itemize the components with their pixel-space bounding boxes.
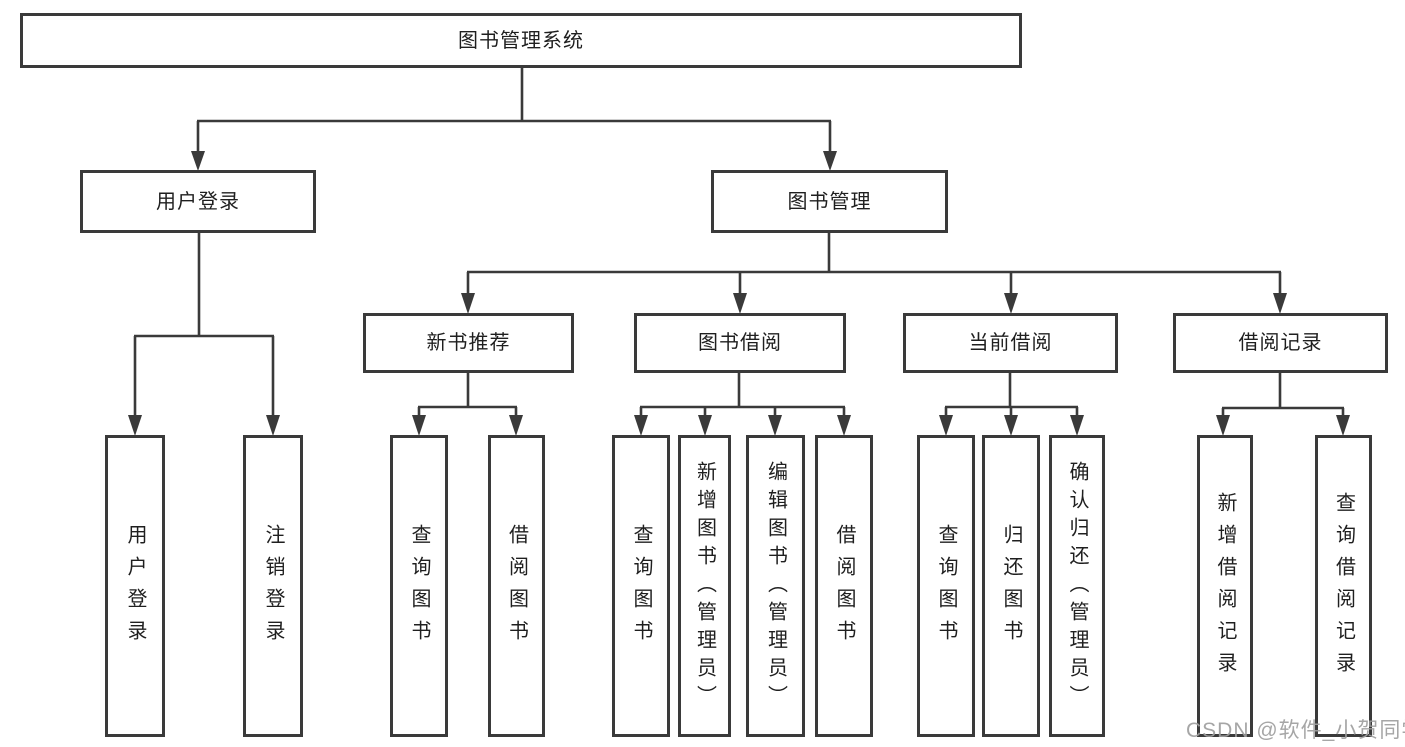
node-leaf-borrow-books-1: 借阅图书 — [488, 435, 545, 737]
node-new-book-recommend: 新书推荐 — [363, 313, 574, 373]
node-leaf-confirm-return-admin: 确认归还（管理员） — [1049, 435, 1105, 737]
arrowheads — [128, 151, 1350, 436]
node-leaf-query-books-2: 查询图书 — [612, 435, 670, 737]
node-leaf-return-book: 归还图书 — [982, 435, 1040, 737]
watermark: CSDN @软件_小贺同学 — [1186, 719, 1405, 742]
node-book-borrow: 图书借阅 — [634, 313, 846, 373]
node-leaf-add-borrow-record: 新增借阅记录 — [1197, 435, 1253, 737]
node-library-management-system: 图书管理系统 — [20, 13, 1022, 68]
node-leaf-query-books-3: 查询图书 — [917, 435, 975, 737]
node-leaf-add-book-admin: 新增图书（管理员） — [678, 435, 731, 737]
node-leaf-query-borrow-record: 查询借阅记录 — [1315, 435, 1372, 737]
node-leaf-query-books-1: 查询图书 — [390, 435, 448, 737]
node-current-borrow: 当前借阅 — [903, 313, 1118, 373]
node-leaf-edit-book-admin: 编辑图书（管理员） — [746, 435, 805, 737]
node-book-management: 图书管理 — [711, 170, 948, 233]
node-leaf-borrow-books-2: 借阅图书 — [815, 435, 873, 737]
node-user-login: 用户登录 — [80, 170, 316, 233]
node-leaf-logout: 注销登录 — [243, 435, 303, 737]
node-borrow-record: 借阅记录 — [1173, 313, 1388, 373]
node-leaf-user-login: 用户登录 — [105, 435, 165, 737]
